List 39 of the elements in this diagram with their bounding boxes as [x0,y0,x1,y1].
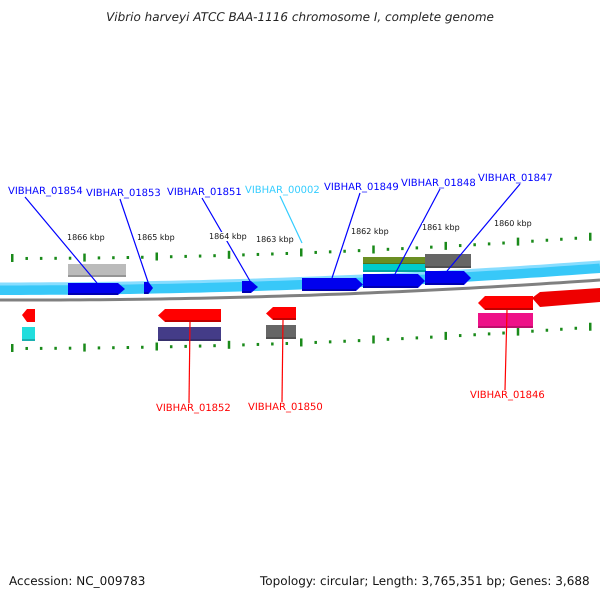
gene-block [302,278,363,291]
gene-block [266,307,296,320]
scale-label: 1862 kbp [351,227,389,236]
gene-block [425,271,471,285]
leader-line [281,320,284,402]
leader-line [201,198,251,282]
gene-label: VIBHAR_01848 [401,178,476,189]
scale-label: 1864 kbp [209,232,247,241]
gene-block [478,296,533,310]
scale-label: 1861 kbp [422,223,460,232]
gene-block [68,283,125,295]
gene-label: VIBHAR_01850 [248,402,323,413]
leader-line [119,198,149,282]
leader-line [24,196,98,284]
gene-label: VIBHAR_01852 [156,403,231,414]
gene-label: VIBHAR_01847 [478,173,553,184]
leader-line [188,322,191,403]
leader-line [331,192,361,278]
leader-line [504,310,508,390]
gene-block [144,282,153,294]
gene-label: VIBHAR_01851 [167,187,242,198]
scale-label: 1863 kbp [256,235,294,244]
gene-block [363,274,425,288]
gene-label: VIBHAR_00002 [245,185,320,196]
scale-label: 1866 kbp [67,233,105,242]
leader-line [446,184,520,272]
leader-line [279,196,303,244]
footer-text: Topology: circular; Length: 3,765,351 bp; Genes: 3,688 [260,574,590,588]
title: Vibrio harveyi ATCC BAA-1116 chromosome I, complete genome [105,10,495,24]
gene-block [158,309,221,322]
gene-block [242,281,258,293]
scale-label: 1865 kbp [137,233,175,242]
leader-line [394,188,441,274]
scale-label: 1860 kbp [494,219,532,228]
footer-text: Accession: NC_009783 [9,574,146,588]
gene-label: VIBHAR_01853 [86,188,161,199]
gene-label: VIBHAR_01846 [470,390,545,401]
gene-label: VIBHAR_01854 [8,186,83,197]
gene-label: VIBHAR_01849 [324,182,399,193]
